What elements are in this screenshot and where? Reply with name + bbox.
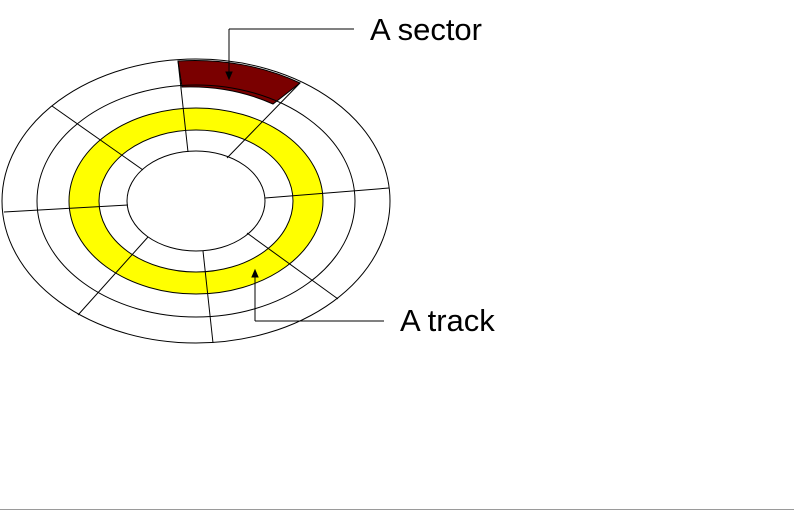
sector-divider-line (3, 204, 129, 213)
sector-label: A sector (370, 12, 482, 47)
track-label: A track (400, 303, 495, 338)
sector-callout-arrowhead (225, 71, 233, 81)
highlighted-track (68, 107, 324, 295)
track-boundary-ring-1 (36, 84, 356, 318)
sector-divider-line (226, 82, 301, 159)
sector-divider-line (246, 232, 339, 300)
sector-dividers (3, 60, 390, 344)
sector-divider-line (264, 187, 390, 199)
track-callout (251, 268, 384, 322)
disk-spindle-hole (126, 150, 266, 252)
sector-divider-line (202, 250, 214, 344)
sector-divider-line (177, 60, 189, 153)
bottom-divider (0, 509, 794, 510)
sector-divider-line (51, 105, 144, 171)
sector-callout (225, 28, 354, 81)
track-callout-arrowhead (251, 268, 259, 278)
sector-divider-line (77, 236, 149, 316)
